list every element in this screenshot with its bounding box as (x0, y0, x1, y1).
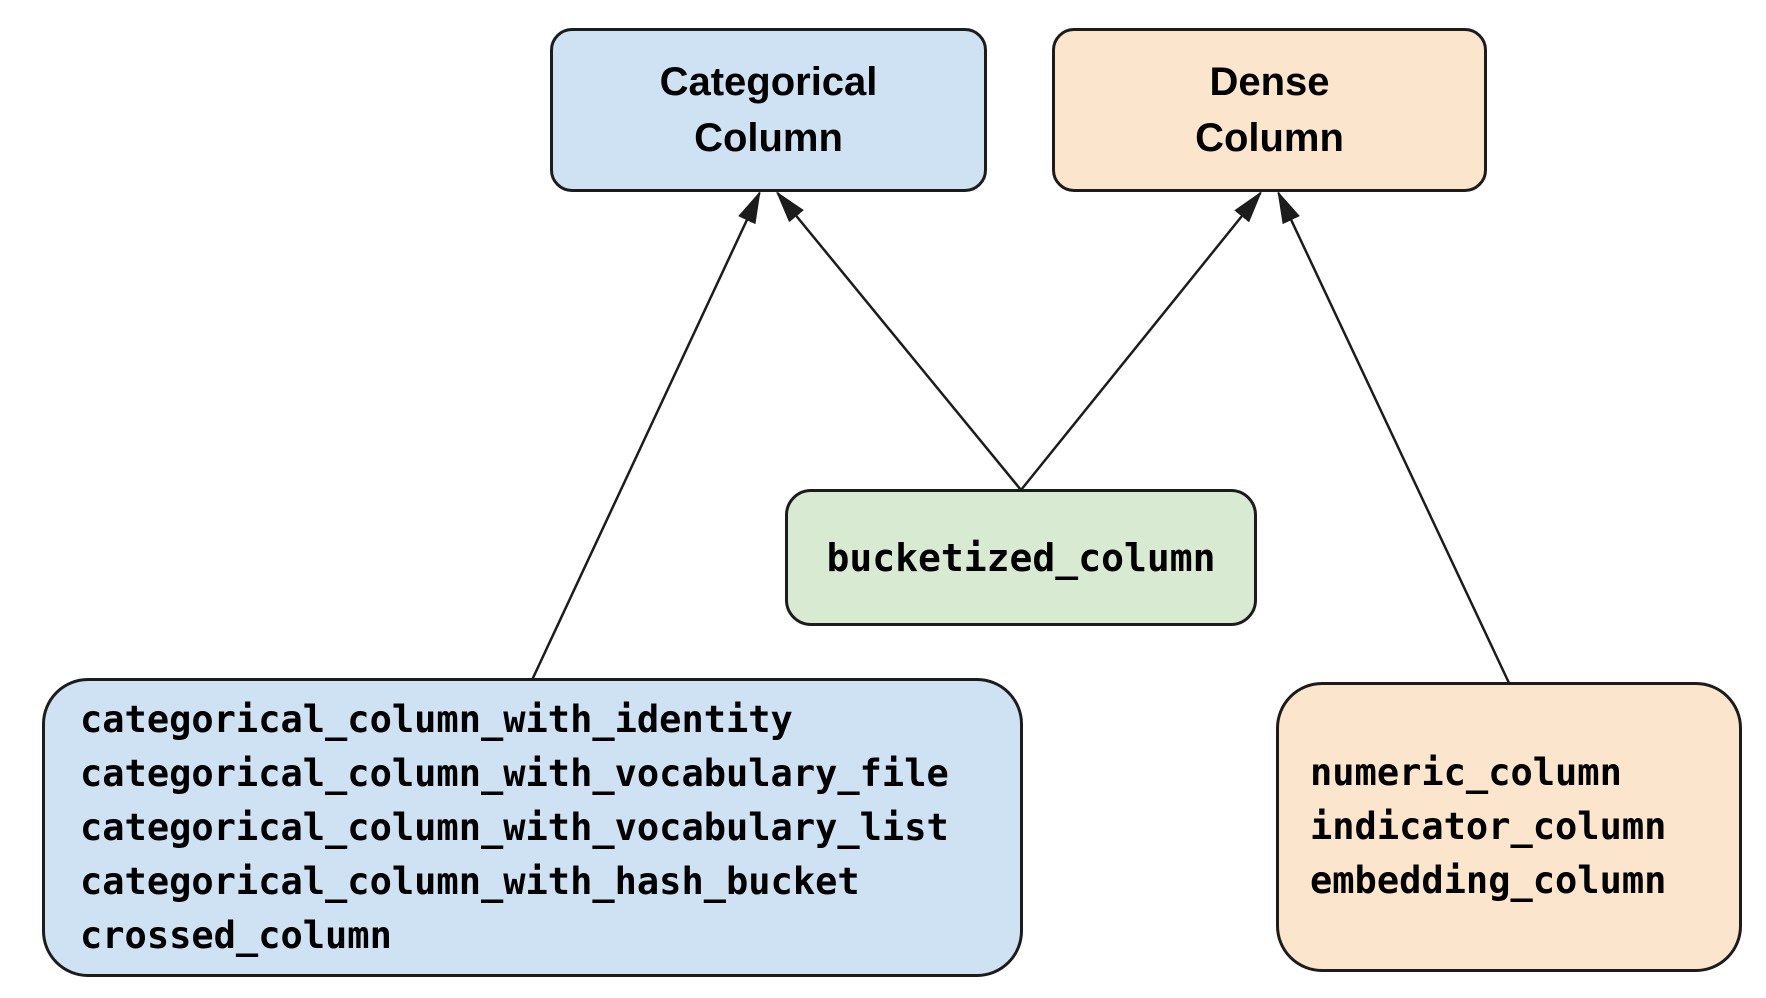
inheritance-arrow (775, 191, 1022, 491)
inheritance-arrow (1277, 190, 1511, 684)
inheritance-arrow (1020, 191, 1263, 491)
function-name: categorical_column_with_vocabulary_list (80, 805, 949, 849)
node-label: bucketized_column (826, 535, 1216, 580)
function-name: numeric_column (1310, 751, 1622, 794)
node-bucketized-column: bucketized_column (785, 489, 1257, 626)
node-categorical-functions: categorical_column_with_identity categori… (42, 678, 1023, 977)
inheritance-arrow (531, 190, 761, 680)
function-name: embedding_column (1310, 859, 1667, 902)
function-name: categorical_column_with_hash_bucket (80, 859, 860, 903)
node-title-line: Column (694, 116, 843, 160)
node-title-line: Column (1195, 116, 1344, 160)
dense-function-list: numeric_column indicator_column embedding_… (1279, 746, 1739, 908)
function-name: crossed_column (80, 913, 392, 957)
function-name: indicator_column (1310, 805, 1667, 848)
node-title-line: Dense (1209, 60, 1330, 104)
node-title-line: Categorical (659, 60, 878, 104)
node-dense-functions: numeric_column indicator_column embedding_… (1276, 682, 1742, 972)
categorical-function-list: categorical_column_with_identity categori… (45, 693, 1020, 963)
function-name: categorical_column_with_identity (80, 697, 793, 741)
function-name: categorical_column_with_vocabulary_file (80, 751, 949, 795)
